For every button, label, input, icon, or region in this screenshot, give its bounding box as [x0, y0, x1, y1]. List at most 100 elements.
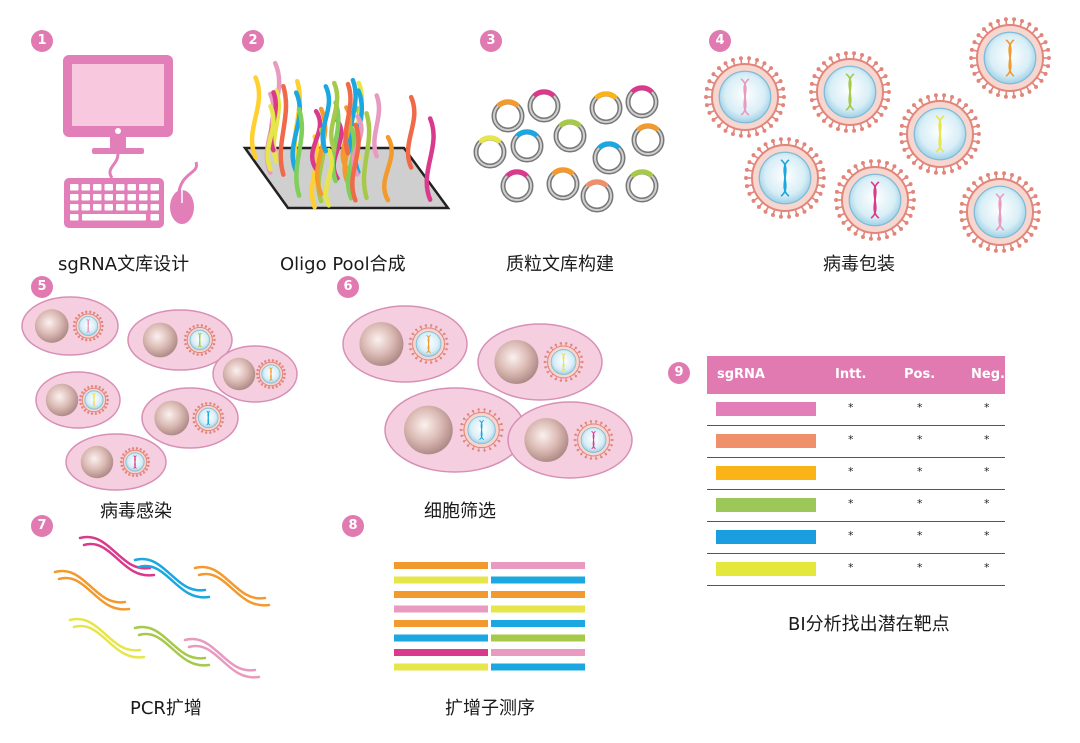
- virus-spike-tip: [974, 116, 978, 120]
- virus-spike-tip: [284, 373, 286, 375]
- virus-spike-tip: [972, 181, 976, 185]
- virus-spike-tip: [125, 450, 127, 452]
- sequence-read-left: [394, 620, 488, 627]
- sequence-read-left: [394, 649, 488, 656]
- keyboard-key: [82, 194, 91, 201]
- virus-spike-tip: [217, 428, 219, 430]
- cell: [343, 306, 467, 382]
- virus-spike-tip: [724, 129, 728, 133]
- virus-spike-tip: [989, 22, 993, 26]
- virus-spike-tip: [120, 465, 122, 467]
- sequence-read-left: [394, 577, 488, 584]
- virus-spike-tip: [880, 67, 884, 71]
- virus-spike-tip: [143, 471, 145, 473]
- cell-nucleus: [404, 406, 453, 455]
- virus-spike-tip: [132, 447, 134, 449]
- virus-spike-tip: [184, 343, 186, 345]
- virus-spike-tip: [122, 468, 124, 470]
- step-badge-9: 9: [668, 362, 690, 384]
- virus-spike-tip: [220, 409, 222, 411]
- virus-spike-tip: [78, 314, 80, 316]
- cell-screening: [343, 306, 632, 478]
- virus-spike-tip: [769, 124, 773, 128]
- step-badge-7: 7: [31, 515, 53, 537]
- step-badge-4: 4: [709, 30, 731, 52]
- virus-spike-tip: [962, 226, 966, 230]
- virus-spike-tip: [977, 132, 981, 136]
- virus-spike-tip: [550, 347, 552, 349]
- virus-spike-tip: [189, 350, 191, 352]
- step-label-5: 病毒感染: [100, 497, 172, 523]
- keyboard-key: [151, 214, 160, 221]
- virus-spike-tip: [595, 457, 597, 459]
- virus-spike-tip: [1044, 40, 1048, 44]
- virus-spike-tip: [1010, 247, 1014, 251]
- virus-spike-tip: [85, 311, 87, 313]
- virus-spike-tip: [89, 311, 91, 313]
- virus-packaging: [704, 17, 1051, 252]
- virus-spike-tip: [81, 406, 83, 408]
- virus-spike-tip: [1046, 64, 1050, 68]
- cell: [385, 388, 525, 472]
- virus-spike-tip: [705, 87, 709, 91]
- virus-spike-tip: [196, 324, 198, 326]
- virus-spike-tip: [276, 360, 278, 362]
- virus-spike-tip: [489, 448, 491, 450]
- cell-nucleus: [359, 322, 403, 366]
- virus-spike-tip: [143, 450, 145, 452]
- virus-spike-tip: [979, 244, 983, 248]
- cell: [128, 310, 232, 370]
- virus-spike-tip: [425, 361, 427, 363]
- virus-spike-tip: [101, 329, 103, 331]
- virus-spike-tip: [107, 399, 109, 401]
- virus-spike-tip: [608, 429, 610, 431]
- virus-spike-tip: [812, 74, 816, 78]
- virus-spike-tip: [769, 66, 773, 70]
- virus-spike-tip: [79, 395, 81, 397]
- virus-spike-tip: [976, 140, 980, 144]
- step-label-9: BI分析找出潜在靶点: [788, 610, 950, 636]
- virus-spike-tip: [544, 355, 546, 357]
- cell-neg: *: [984, 465, 990, 478]
- virus-spike-tip: [600, 422, 602, 424]
- virus-spike-tip: [95, 413, 97, 415]
- monitor-screen: [72, 64, 164, 126]
- virus-spike-tip: [258, 365, 260, 367]
- step-label-2: Oligo Pool合成: [280, 250, 406, 276]
- virus-spike-tip: [902, 116, 906, 120]
- pcr-fragment: [70, 619, 140, 650]
- cell: [213, 346, 297, 402]
- cell: [478, 324, 602, 400]
- keyboard-key: [116, 204, 125, 211]
- virus-spike-tip: [477, 449, 479, 451]
- virus-spike-tip: [712, 118, 716, 122]
- virus-spike-tip: [874, 61, 878, 65]
- virus-spike-tip: [909, 182, 913, 186]
- virus-spike-tip: [902, 148, 906, 152]
- keyboard-key: [116, 194, 125, 201]
- virus-spike-tip: [193, 421, 195, 423]
- virus-spike-tip: [747, 134, 751, 138]
- pcr-fragment: [195, 567, 265, 598]
- virus-spike-tip: [822, 119, 826, 123]
- virus-spike-tip: [217, 406, 219, 408]
- virus-spike-tip: [976, 124, 980, 128]
- virus-spike-tip: [957, 98, 961, 102]
- virus-spike-tip: [500, 435, 502, 437]
- cell-nucleus: [223, 358, 255, 390]
- virus-spike-tip: [707, 111, 711, 115]
- keyboard-key: [128, 184, 137, 191]
- cell-nucleus: [81, 446, 113, 478]
- virus-spike-tip: [147, 457, 149, 459]
- virus-spike-tip: [590, 457, 592, 459]
- virus-spike-tip: [1044, 72, 1048, 76]
- virus-spike-tip: [1027, 22, 1031, 26]
- sequence-read-right: [491, 664, 585, 671]
- virus-spike-tip: [1012, 17, 1016, 21]
- virus-spike-tip: [880, 113, 884, 117]
- cell-neg: *: [984, 561, 990, 574]
- virus-spike-tip: [1030, 187, 1034, 191]
- result-table: sgRNA Intt. Pos. Neg. ******************: [707, 356, 1005, 586]
- virus-spike-tip: [957, 166, 961, 170]
